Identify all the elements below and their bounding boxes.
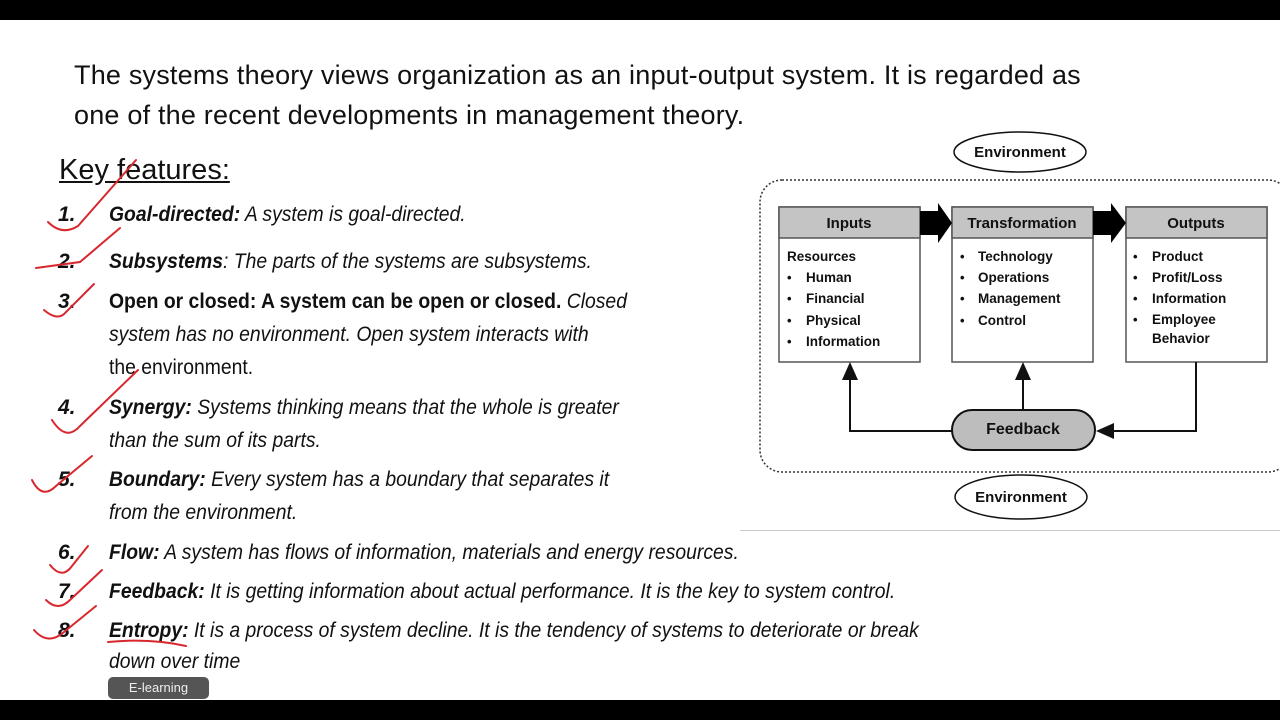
- item-term: Subsystems: [109, 249, 224, 273]
- svg-text:•: •: [1133, 291, 1138, 306]
- item-text-line2: from the environment.: [109, 500, 298, 524]
- inputs-item: Physical: [806, 313, 861, 328]
- item-feedback: Feedback: It is getting information abou…: [109, 579, 895, 604]
- item-synergy: Synergy: Systems thinking means that the…: [109, 395, 619, 420]
- item-text: It is getting information about actual p…: [204, 579, 896, 603]
- item-text-line2: down over time: [109, 649, 241, 673]
- environment-top-label: Environment: [974, 144, 1066, 161]
- svg-text:•: •: [1133, 249, 1138, 264]
- item-flow: Flow: A system has flows of information,…: [109, 540, 739, 565]
- item-term: Feedback:: [109, 579, 205, 603]
- svg-text:•: •: [960, 270, 965, 285]
- outputs-item: Profit/Loss: [1152, 270, 1223, 285]
- outputs-box: Outputs • Product • Profit/Loss • Informati…: [1125, 206, 1268, 363]
- item-term: Entropy:: [109, 618, 189, 642]
- inputs-subheading: Resources: [787, 249, 856, 264]
- feedback-to-inputs-line: [842, 362, 952, 432]
- transformation-item: Technology: [978, 249, 1053, 264]
- environment-bottom-label: Environment: [975, 489, 1067, 506]
- item-entropy: Entropy: It is a process of system decli…: [109, 618, 919, 643]
- title-line-2: one of the recent developments in manage…: [74, 100, 745, 130]
- item-text: Closed: [561, 289, 627, 313]
- transformation-item: Management: [978, 291, 1061, 306]
- transformation-header: Transformation: [967, 215, 1076, 232]
- item-open-closed: Open or closed: A system can be open or …: [109, 289, 627, 314]
- outputs-item: Employee: [1152, 312, 1216, 327]
- inputs-header: Inputs: [827, 215, 872, 232]
- svg-text:•: •: [787, 334, 792, 349]
- svg-text:•: •: [960, 249, 965, 264]
- svg-text:•: •: [787, 270, 792, 285]
- environment-bottom-ellipse: [954, 474, 1088, 520]
- feedback-pill: [951, 409, 1096, 451]
- outputs-item: Information: [1152, 291, 1226, 306]
- item-text: Systems thinking means that the whole is…: [191, 395, 619, 419]
- flow-arrow-icon: [1093, 203, 1126, 243]
- item-text-line2: than the sum of its parts.: [109, 428, 321, 452]
- outputs-item: Behavior: [1152, 331, 1211, 346]
- inputs-item: Financial: [806, 291, 865, 306]
- svg-text:•: •: [787, 291, 792, 306]
- item-subsystems: Subsystems: The parts of the systems are…: [109, 249, 592, 274]
- outputs-item: Product: [1152, 249, 1204, 264]
- e-learning-badge: E-learning: [108, 677, 209, 699]
- flow-arrow-icon: [920, 203, 952, 243]
- outputs-header: Outputs: [1167, 215, 1225, 232]
- feedback-label: Feedback: [986, 421, 1060, 438]
- svg-text:•: •: [1133, 270, 1138, 285]
- environment-top-ellipse: [953, 131, 1087, 173]
- svg-text:•: •: [960, 313, 965, 328]
- inputs-item: Human: [806, 270, 852, 285]
- item-text-line2: system has no environment. Open system i…: [109, 322, 589, 346]
- item-boundary: Boundary: Every system has a boundary th…: [109, 467, 609, 492]
- transformation-box: Transformation • Technology • Operations •…: [951, 206, 1094, 363]
- outputs-to-feedback-line: [1096, 362, 1197, 439]
- item-text: It is a process of system decline. It is…: [188, 618, 919, 642]
- transformation-item: Operations: [978, 270, 1049, 285]
- item-text: Every system has a boundary that separat…: [205, 467, 610, 491]
- item-term: Open or closed: A system can be open or …: [109, 289, 562, 313]
- inputs-box: Inputs Resources • Human • Financial • Phys…: [778, 206, 921, 363]
- item-term: Boundary:: [109, 467, 206, 491]
- svg-text:•: •: [787, 313, 792, 328]
- svg-text:•: •: [1133, 312, 1138, 327]
- transformation-item: Control: [978, 313, 1026, 328]
- divider: [740, 530, 1280, 531]
- item-text: : The parts of the systems are subsystem…: [223, 249, 592, 273]
- item-term: Flow:: [109, 540, 160, 564]
- item-text: A system is goal-directed.: [240, 202, 466, 226]
- inputs-item: Information: [806, 334, 880, 349]
- system-boundary: [759, 179, 1280, 473]
- item-text: A system has flows of information, mater…: [159, 540, 739, 564]
- svg-text:•: •: [960, 291, 965, 306]
- title-line-1: The systems theory views organization as…: [74, 60, 1081, 90]
